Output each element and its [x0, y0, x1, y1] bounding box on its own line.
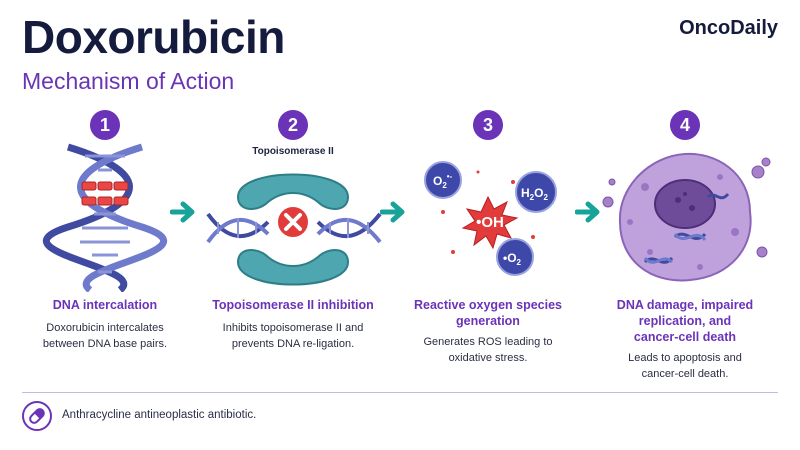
dna-strand-icon — [206, 212, 382, 244]
step-number-badge: 2 — [278, 110, 308, 140]
arrow-right-icon — [380, 201, 405, 223]
svg-text:•OH: •OH — [476, 214, 504, 231]
superoxide-circle-icon: O2•- — [424, 161, 462, 199]
brand-logo: OncoDaily — [679, 17, 778, 39]
step-title-line: replication, and — [638, 314, 732, 328]
svg-text:O2•-: O2•- — [433, 172, 453, 190]
topoisomerase-illustration — [206, 173, 382, 286]
step-description-line: Generates ROS leading to — [423, 336, 553, 348]
step-number-badge: 1 — [90, 110, 120, 140]
doxorubicin-molecule-icon — [81, 181, 129, 206]
footer-divider — [22, 392, 778, 393]
peroxide-circle-icon: H2O2 — [515, 171, 557, 213]
step-1: 1 DNA intercalation Doxorubicin inter — [10, 110, 200, 380]
inhibition-x-icon — [276, 205, 310, 239]
step-title: DNA intercalation — [52, 298, 158, 312]
step-description-line: prevents DNA re-ligation. — [231, 338, 355, 350]
step-number-badge: 3 — [473, 110, 503, 140]
apoptotic-body-icon — [602, 157, 771, 258]
ros-illustration: •OH O2•- H2O2 •O2 — [424, 161, 557, 276]
step-description-line: Inhibits topoisomerase II and — [222, 322, 364, 334]
step-title: Topoisomerase II inhibition — [212, 298, 374, 312]
page-subtitle: Mechanism of Action — [22, 68, 235, 94]
step-title-line: Reactive oxygen species — [414, 298, 562, 312]
dna-helix-icon — [43, 143, 167, 292]
step-title-line: cancer-cell death — [633, 330, 737, 344]
cancer-cell-illustration — [602, 152, 771, 282]
step-title-line: DNA damage, impaired — [616, 298, 754, 312]
svg-text:H2O2: H2O2 — [521, 186, 548, 202]
fragmented-dna-icon — [643, 192, 730, 264]
footer-drug-class: Anthracycline antineoplastic antibiotic. — [62, 409, 257, 421]
singlet-oxygen-circle-icon: •O2 — [496, 238, 534, 276]
step-title-line: generation — [456, 314, 520, 328]
svg-text:•O2: •O2 — [503, 251, 522, 267]
step-3: 3 •OH O2•- H2O2 •O2 Reactive oxygen spec… — [393, 110, 583, 380]
step-description-line: cancer-cell death. — [641, 368, 729, 380]
dna-intercalation-illustration — [43, 143, 167, 292]
step-2: 2 Topoisomerase II Topoiso — [198, 110, 388, 380]
pill-icon — [22, 401, 52, 431]
step-description-line: Doxorubicin intercalates — [46, 322, 164, 334]
arrow-right-icon — [575, 201, 600, 223]
step-description-line: Leads to apoptosis and — [628, 352, 742, 364]
cancer-cell-icon — [618, 152, 752, 282]
page-title: Doxorubicin — [22, 11, 285, 63]
step-description-line: between DNA base pairs. — [42, 338, 168, 350]
enzyme-upper-icon — [236, 173, 350, 210]
enzyme-lower-icon — [236, 249, 350, 286]
arrow-right-icon — [170, 201, 195, 223]
step-description-line: oxidative stress. — [448, 352, 528, 364]
step-4: 4 DNA damage, impaired replication, and … — [590, 110, 780, 380]
hydroxyl-radical-burst-icon: •OH — [461, 195, 519, 250]
step-number-badge: 4 — [670, 110, 700, 140]
topoisomerase-label: Topoisomerase II — [252, 146, 334, 157]
